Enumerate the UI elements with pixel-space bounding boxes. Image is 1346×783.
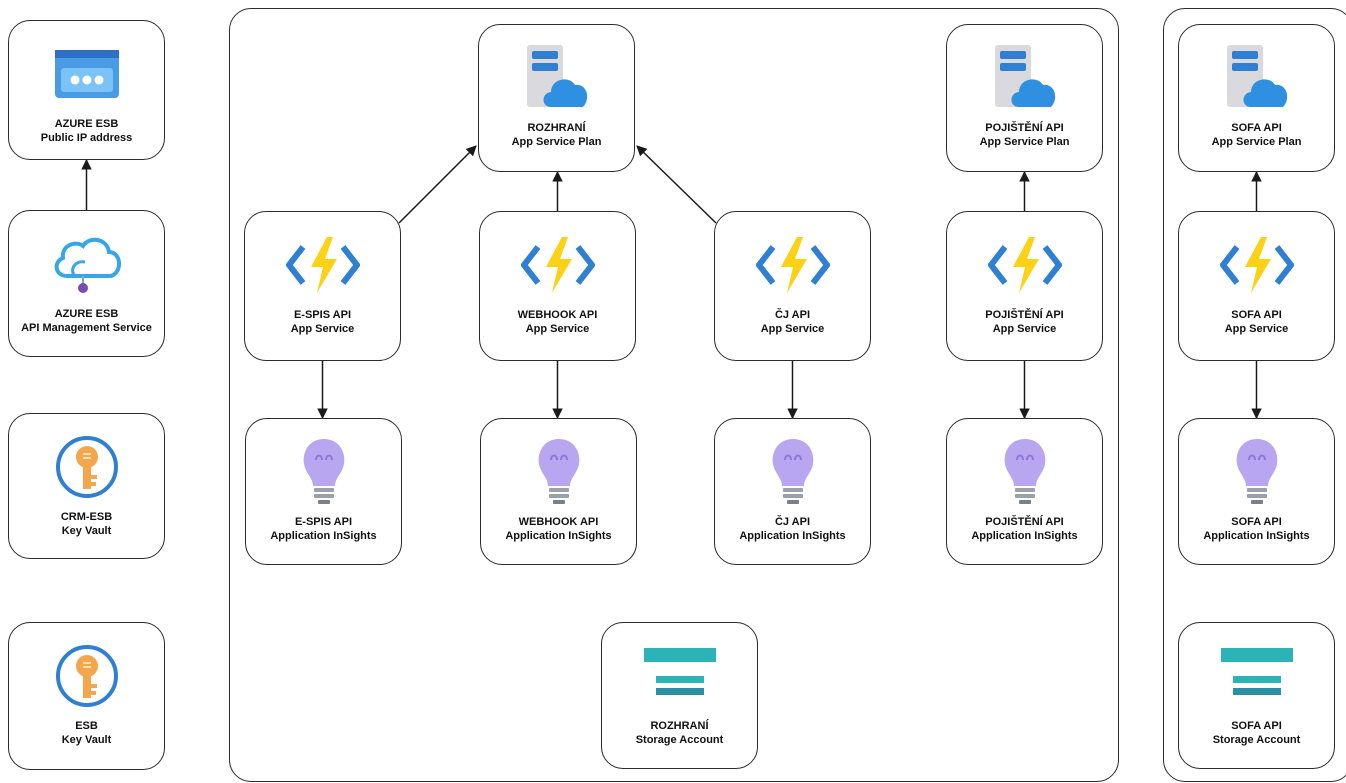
key-vault-icon bbox=[55, 641, 119, 711]
function-app-icon bbox=[1219, 230, 1295, 300]
node-title: SOFA API bbox=[1231, 122, 1282, 134]
node-title: ROZHRANÍ bbox=[527, 122, 586, 134]
sofa-api-application-insights-node[interactable]: SOFA API Application InSights bbox=[1178, 418, 1335, 565]
e-spis-api-application-insights-node[interactable]: E-SPIS API Application InSights bbox=[245, 418, 402, 565]
node-title: AZURE ESB bbox=[54, 118, 119, 130]
sofa-api-app-service-node[interactable]: SOFA API App Service bbox=[1178, 211, 1335, 361]
public-ip-icon bbox=[53, 39, 121, 109]
app-insights-icon bbox=[1000, 437, 1050, 507]
node-subtitle: Application InSights bbox=[270, 530, 377, 542]
node-subtitle: Application InSights bbox=[739, 530, 846, 542]
api-management-icon bbox=[49, 229, 125, 299]
sofa-api-app-service-plan-node[interactable]: SOFA API App Service Plan bbox=[1178, 24, 1335, 172]
node-title: ESB bbox=[75, 720, 98, 732]
app-insights-icon bbox=[1232, 437, 1282, 507]
node-subtitle: App Service Plan bbox=[1211, 136, 1302, 148]
esb-key-vault-node[interactable]: ESB Key Vault bbox=[8, 622, 165, 770]
node-title: SOFA API bbox=[1231, 720, 1282, 732]
node-subtitle: Key Vault bbox=[61, 525, 112, 537]
function-app-icon bbox=[520, 230, 596, 300]
rozhrani-storage-account-node[interactable]: ROZHRANÍ Storage Account bbox=[601, 622, 758, 769]
node-subtitle: App Service Plan bbox=[979, 136, 1070, 148]
node-subtitle: Storage Account bbox=[635, 734, 724, 746]
azure-esb-public-ip-node[interactable]: AZURE ESB Public IP address bbox=[8, 20, 165, 160]
azure-esb-api-management-node[interactable]: AZURE ESB API Management Service bbox=[8, 210, 165, 357]
node-subtitle: App Service bbox=[525, 323, 590, 335]
node-title: ČJ API bbox=[774, 516, 811, 528]
function-app-icon bbox=[285, 230, 361, 300]
function-app-icon bbox=[987, 230, 1063, 300]
storage-account-icon bbox=[642, 641, 718, 711]
node-subtitle: Application InSights bbox=[971, 530, 1078, 542]
node-title: ROZHRANÍ bbox=[650, 720, 709, 732]
e-spis-api-app-service-node[interactable]: E-SPIS API App Service bbox=[244, 211, 401, 361]
pojisteni-api-application-insights-node[interactable]: POJIŠTĚNÍ API Application InSights bbox=[946, 418, 1103, 565]
node-title: SOFA API bbox=[1231, 516, 1282, 528]
connector-arrow bbox=[636, 145, 717, 224]
node-subtitle: App Service Plan bbox=[511, 136, 602, 148]
node-title: WEBHOOK API bbox=[517, 309, 598, 321]
node-subtitle: Application InSights bbox=[505, 530, 612, 542]
node-title: SOFA API bbox=[1231, 309, 1282, 321]
node-subtitle: Public IP address bbox=[40, 132, 133, 144]
node-title: POJIŠTĚNÍ API bbox=[985, 516, 1064, 528]
node-subtitle: App Service bbox=[992, 323, 1057, 335]
node-subtitle: Key Vault bbox=[61, 734, 112, 746]
node-title: POJIŠTĚNÍ API bbox=[985, 122, 1064, 134]
sofa-api-storage-account-node[interactable]: SOFA API Storage Account bbox=[1178, 622, 1335, 769]
connector-arrow bbox=[398, 145, 477, 224]
node-subtitle: Application InSights bbox=[1203, 530, 1310, 542]
app-service-plan-icon bbox=[1221, 43, 1293, 113]
node-title: CRM-ESB bbox=[60, 511, 113, 523]
node-title: AZURE ESB bbox=[54, 308, 119, 320]
node-title: E-SPIS API bbox=[293, 309, 352, 321]
node-subtitle: Storage Account bbox=[1212, 734, 1301, 746]
rozhrani-group bbox=[229, 8, 1119, 782]
node-subtitle: App Service bbox=[760, 323, 825, 335]
webhook-api-application-insights-node[interactable]: WEBHOOK API Application InSights bbox=[480, 418, 637, 565]
node-subtitle: App Service bbox=[290, 323, 355, 335]
node-subtitle: App Service bbox=[1224, 323, 1289, 335]
app-insights-icon bbox=[534, 437, 584, 507]
storage-account-icon bbox=[1219, 641, 1295, 711]
node-subtitle: API Management Service bbox=[21, 322, 152, 334]
webhook-api-app-service-node[interactable]: WEBHOOK API App Service bbox=[479, 211, 636, 361]
rozhrani-app-service-plan-node[interactable]: ROZHRANÍ App Service Plan bbox=[478, 24, 635, 172]
node-title: POJIŠTĚNÍ API bbox=[985, 309, 1064, 321]
pojisteni-api-app-service-plan-node[interactable]: POJIŠTĚNÍ API App Service Plan bbox=[946, 24, 1103, 172]
node-title: ČJ API bbox=[774, 309, 811, 321]
node-title: WEBHOOK API bbox=[518, 516, 599, 528]
key-vault-icon bbox=[55, 432, 119, 502]
function-app-icon bbox=[755, 230, 831, 300]
app-service-plan-icon bbox=[989, 43, 1061, 113]
app-insights-icon bbox=[299, 437, 349, 507]
cj-api-app-service-node[interactable]: ČJ API App Service bbox=[714, 211, 871, 361]
crm-esb-key-vault-node[interactable]: CRM-ESB Key Vault bbox=[8, 413, 165, 559]
cj-api-application-insights-node[interactable]: ČJ API Application InSights bbox=[714, 418, 871, 565]
pojisteni-api-app-service-node[interactable]: POJIŠTĚNÍ API App Service bbox=[946, 211, 1103, 361]
app-service-plan-icon bbox=[521, 43, 593, 113]
app-insights-icon bbox=[768, 437, 818, 507]
node-title: E-SPIS API bbox=[294, 516, 353, 528]
sofa-group bbox=[1163, 8, 1346, 782]
